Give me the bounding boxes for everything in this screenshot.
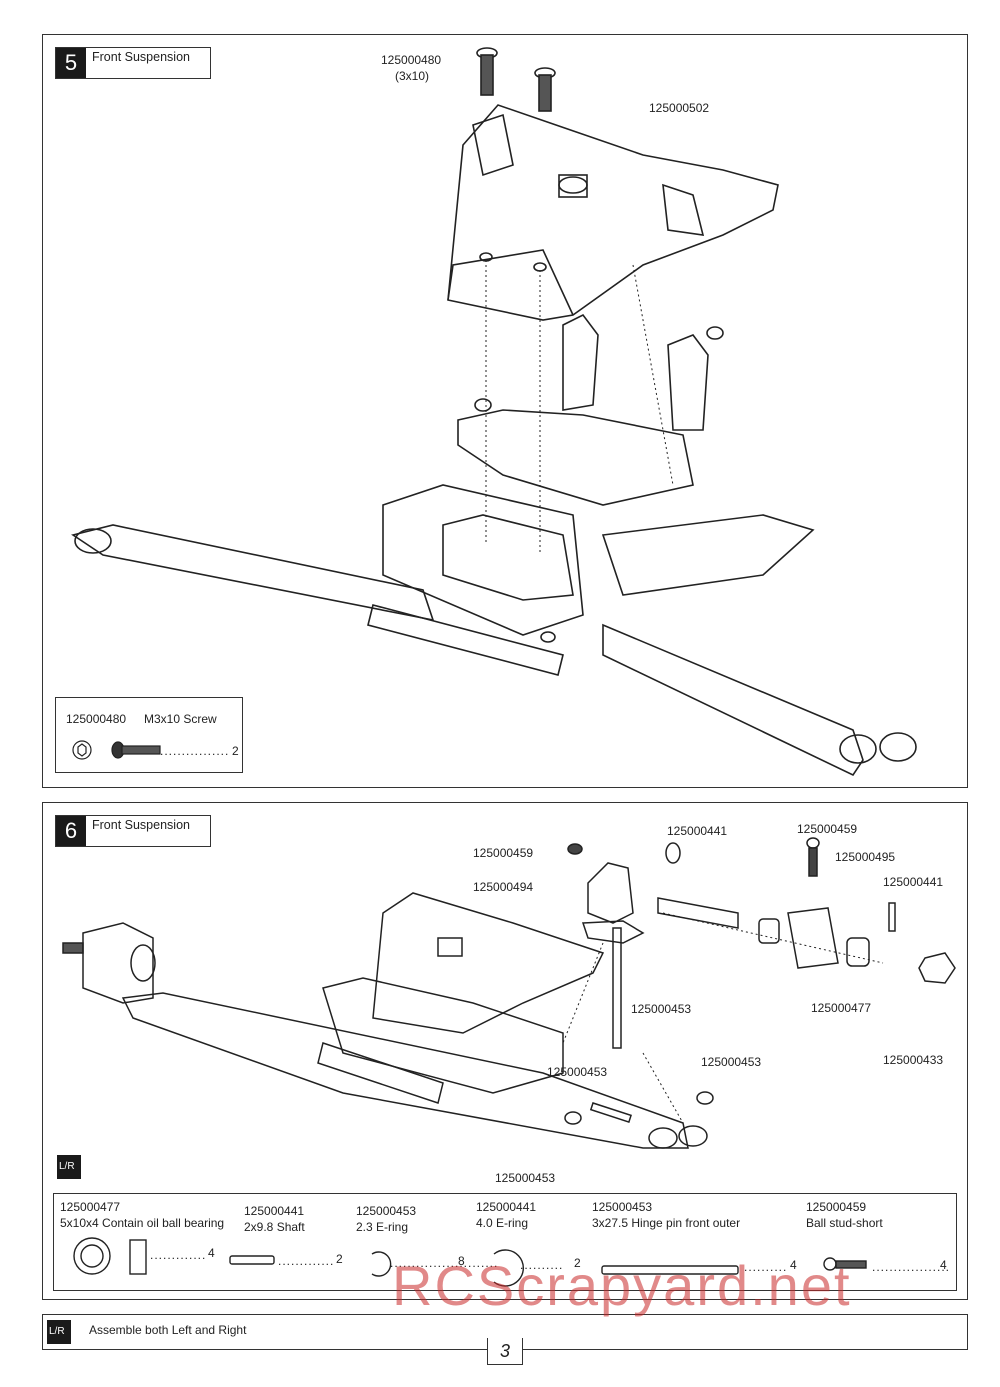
step6-header: 6 Front Suspension xyxy=(55,815,211,847)
step5-part-number: 125000480 xyxy=(66,712,127,726)
step5-part-graphic xyxy=(72,740,161,760)
part1-qty: 4 xyxy=(208,1246,215,1260)
callout-c12: 125000453 xyxy=(495,1171,556,1185)
callout-c1: 125000459 xyxy=(473,846,534,860)
part3-number: 125000453 xyxy=(356,1204,417,1218)
part4-number: 125000441 xyxy=(476,1200,537,1214)
callout-screw-part: 125000480 xyxy=(381,53,442,67)
step5-part-desc: M3x10 Screw xyxy=(144,712,217,726)
screw-graphic xyxy=(476,47,556,112)
part4-desc: 4.0 E-ring xyxy=(476,1216,529,1230)
part2-dots: ............. xyxy=(278,1254,335,1268)
callout-tower-part: 125000502 xyxy=(649,101,710,115)
callout-c9: 125000453 xyxy=(631,1002,692,1016)
callout-c10: 125000453 xyxy=(547,1065,608,1079)
part5-desc: 3x27.5 Hinge pin front outer xyxy=(592,1216,741,1230)
step6-parts-graphics xyxy=(73,1237,867,1287)
step5-drawing xyxy=(71,47,917,777)
callout-c5: 125000495 xyxy=(835,850,896,864)
watermark-text: RCScrapyard.net xyxy=(392,1254,852,1317)
callout-c2: 125000494 xyxy=(473,880,534,894)
part1-dots: ............. xyxy=(150,1248,207,1262)
part3-qty: 8 xyxy=(458,1254,465,1268)
part5-qty: 4 xyxy=(790,1258,797,1272)
step6-drawing xyxy=(62,837,956,1149)
part4-qty: 2 xyxy=(574,1256,581,1270)
part5-number: 125000453 xyxy=(592,1200,653,1214)
step5-parts-box: 125000480 M3x10 Screw ................ 2 xyxy=(55,697,243,773)
part2-desc: 2x9.8 Shaft xyxy=(244,1220,305,1234)
step6-title: Front Suspension xyxy=(92,818,190,832)
callout-c6: 125000441 xyxy=(883,875,944,889)
step6-parts-box: 125000477 5x10x4 Contain oil ball bearin… xyxy=(53,1193,957,1291)
part2-number: 125000441 xyxy=(244,1204,305,1218)
part6-desc: Ball stud-short xyxy=(806,1216,883,1230)
callout-screw-size: (3x10) xyxy=(395,69,430,83)
part2-qty: 2 xyxy=(336,1252,343,1266)
part5-dots: .......... xyxy=(744,1260,788,1274)
step5-panel: 5 Front Suspension xyxy=(42,34,968,788)
part3-dots: ......................... xyxy=(390,1256,499,1270)
step5-part-dots: ................ xyxy=(160,744,230,758)
callout-c11: 125000453 xyxy=(701,1055,762,1069)
callout-c7: 125000477 xyxy=(811,1001,872,1015)
part3-desc: 2.3 E-ring xyxy=(356,1220,409,1234)
page-number: 3 xyxy=(487,1338,523,1365)
callout-c3: 125000441 xyxy=(667,824,728,838)
footer-lr-label: L/R xyxy=(49,1326,65,1337)
step5-number: 5 xyxy=(56,48,86,78)
step6-number: 6 xyxy=(56,816,86,846)
footer-lr-icon: L/R xyxy=(47,1320,71,1344)
step5-title: Front Suspension xyxy=(92,50,190,64)
lr-icon: L/R xyxy=(57,1155,81,1179)
callout-c8: 125000433 xyxy=(883,1053,944,1067)
part6-dots: .................. xyxy=(872,1260,951,1274)
part6-number: 125000459 xyxy=(806,1200,867,1214)
lr-icon-label: L/R xyxy=(59,1161,75,1172)
part1-desc: 5x10x4 Contain oil ball bearing xyxy=(60,1216,225,1230)
part4-dots: .......... xyxy=(520,1258,564,1272)
step6-panel: 6 Front Suspension xyxy=(42,802,968,1300)
footer-note: Assemble both Left and Right xyxy=(89,1323,247,1337)
part6-qty: 4 xyxy=(940,1258,947,1272)
callout-c4: 125000459 xyxy=(797,822,858,836)
part1-number: 125000477 xyxy=(60,1200,121,1214)
step5-header: 5 Front Suspension xyxy=(55,47,211,79)
step5-part-qty: 2 xyxy=(232,744,239,758)
